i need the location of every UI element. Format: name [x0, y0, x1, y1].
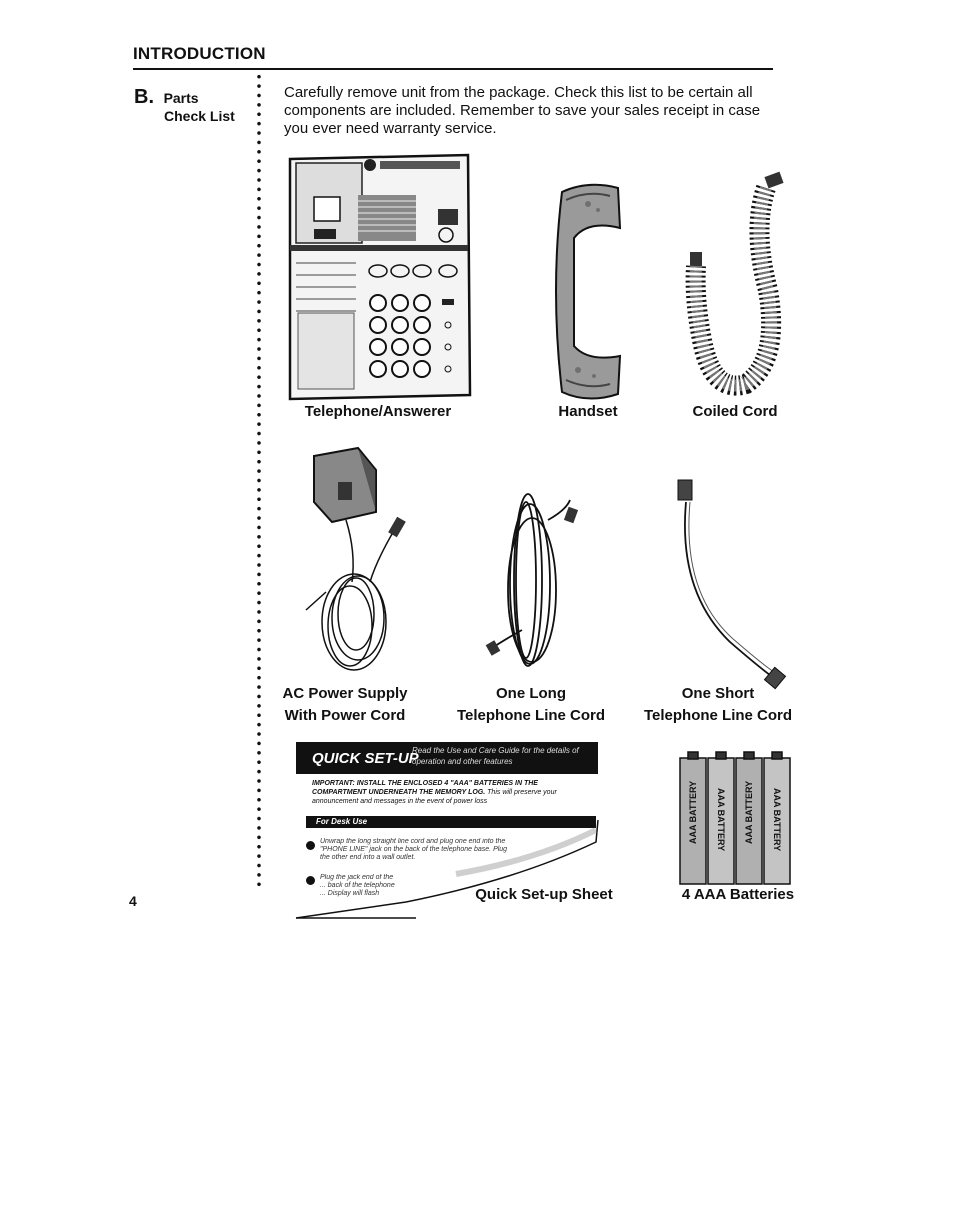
battery-label-4: AAA BATTERY — [772, 788, 782, 851]
part-label-ac-line2: With Power Cord — [284, 707, 406, 724]
quick-setup-important-bold: IMPORTANT: INSTALL THE ENCLOSED 4 "AAA" … — [312, 780, 538, 796]
aaa-batteries-image: AAA BATTERY AAA BATTERY AAA BATTERY AAA … — [679, 751, 791, 885]
page-number: 4 — [129, 893, 137, 909]
part-label-ac-line1: AC Power Supply — [282, 685, 408, 702]
part-label-long-line2: Telephone Line Cord — [456, 707, 606, 724]
step-2-bullet-icon — [306, 876, 315, 885]
intro-paragraph: Carefully remove unit from the package. … — [284, 84, 761, 137]
dotted-divider — [256, 72, 262, 890]
short-line-cord-image — [677, 479, 787, 690]
quick-setup-title: QUICK SET-UP — [312, 750, 419, 767]
quick-setup-sheet-header: QUICK SET-UP Read the Use and Care Guide… — [296, 742, 598, 774]
section-letter: B. — [134, 86, 154, 108]
battery-label-3: AAA BATTERY — [744, 781, 754, 844]
part-label-long-line1: One Long — [496, 685, 566, 702]
section-subtitle: Check List — [164, 108, 235, 124]
part-label-coiled-cord: Coiled Cord — [692, 403, 778, 420]
part-label-short-line1: One Short — [681, 685, 755, 702]
quick-setup-subtitle: Read the Use and Care Guide for the deta… — [412, 746, 579, 766]
ac-power-supply-image — [305, 446, 406, 671]
section-heading: B. Parts — [134, 86, 199, 109]
quick-setup-step2: Plug the jack end of the ... back of the… — [320, 874, 395, 897]
quick-setup-bar: For Desk Use — [306, 816, 596, 828]
part-label-handset: Handset — [558, 403, 618, 420]
quick-setup-important: IMPORTANT: INSTALL THE ENCLOSED 4 "AAA" … — [312, 779, 592, 806]
part-label-telephone: Telephone/Answerer — [304, 403, 452, 420]
part-label-quick-setup: Quick Set-up Sheet — [475, 886, 613, 903]
telephone-answerer-image — [288, 153, 472, 401]
part-label-short-line2: Telephone Line Cord — [643, 707, 793, 724]
quick-setup-sheet-image — [295, 819, 599, 919]
header-rule — [133, 68, 773, 70]
quick-setup-important-tail: This will preserve your announcement and… — [312, 789, 557, 805]
long-line-cord-image — [485, 493, 579, 667]
quick-setup-bar-label: For Desk Use — [316, 817, 368, 826]
battery-label-1: AAA BATTERY — [688, 781, 698, 844]
step-1-bullet-icon — [306, 841, 315, 850]
quick-setup-step1: Unwrap the long straight line cord and p… — [320, 838, 508, 861]
page-header: INTRODUCTION — [133, 44, 266, 63]
handset-image — [555, 183, 622, 400]
battery-label-2: AAA BATTERY — [716, 788, 726, 851]
part-label-batteries: 4 AAA Batteries — [681, 886, 795, 903]
coiled-cord-image — [685, 171, 784, 396]
section-title: Parts — [163, 90, 199, 106]
